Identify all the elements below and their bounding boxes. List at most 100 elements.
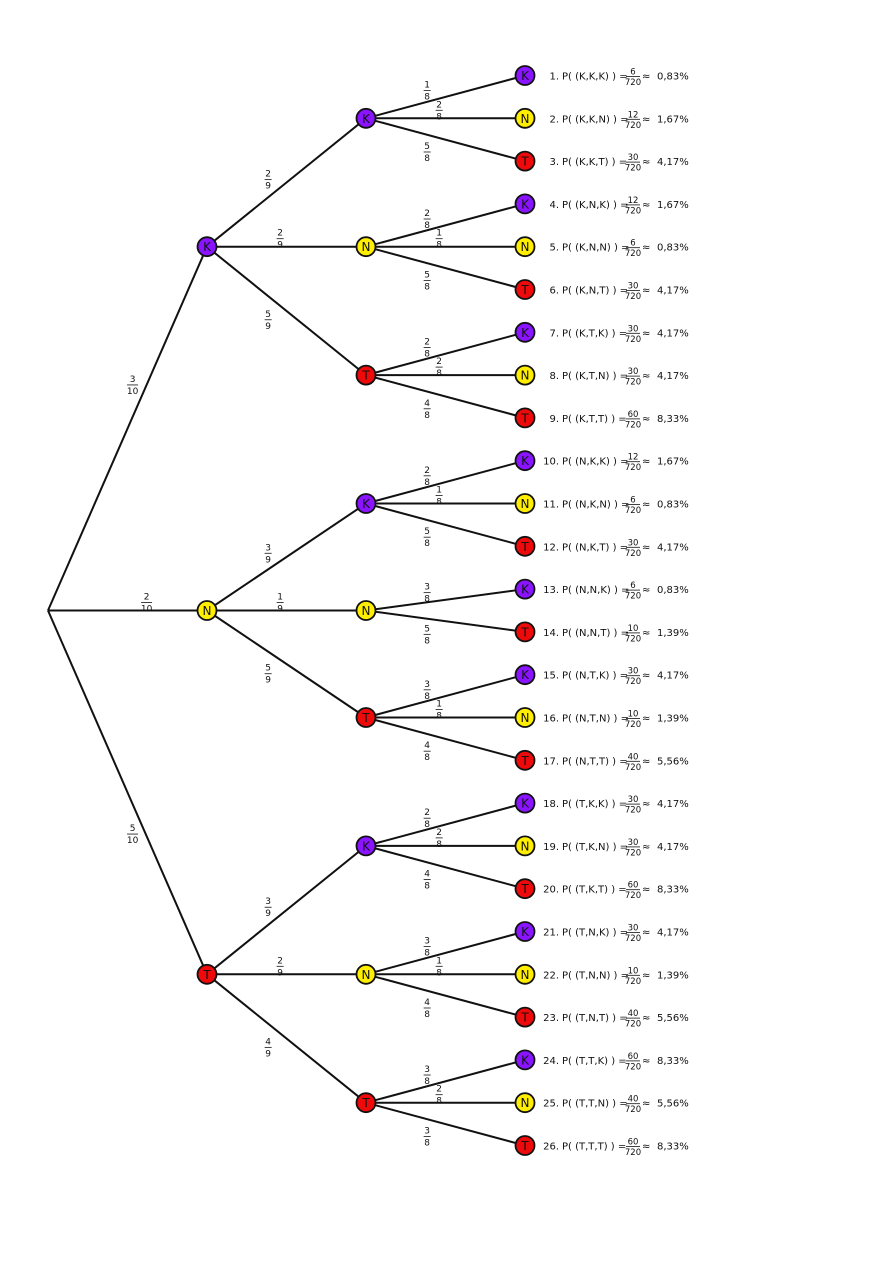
outcome-numerator: 60	[628, 1138, 639, 1148]
outcome-numerator: 10	[628, 966, 639, 976]
outcome-numerator: 10	[628, 710, 639, 720]
approx-sign: ≈	[642, 114, 650, 125]
prob-KT-denominator: 9	[265, 322, 271, 332]
approx-sign: ≈	[642, 1099, 650, 1110]
prob-NTT: 48	[423, 741, 431, 763]
approx-sign: ≈	[642, 628, 650, 639]
prob-TN: 29	[276, 956, 284, 978]
node-label-NKK: K	[521, 454, 530, 468]
node-TKN: N	[514, 835, 536, 857]
prob-TTK: 38	[423, 1065, 431, 1087]
outcome-number: 17.	[543, 756, 559, 767]
prob-KTK-denominator: 8	[424, 349, 430, 359]
outcome-numerator: 30	[628, 153, 639, 163]
outcome-number: 10.	[543, 457, 559, 468]
outcome-denominator: 720	[625, 1062, 641, 1072]
outcome-event: P( (K,N,K) ) =	[562, 200, 629, 211]
node-TTT: T	[514, 1135, 536, 1156]
node-label-KKN: N	[521, 112, 530, 126]
node-TKK: K	[514, 792, 536, 814]
prob-TTK-denominator: 8	[424, 1077, 430, 1087]
outcome-number: 16.	[543, 714, 559, 725]
node-circle-TKT	[514, 878, 536, 900]
prob-KKK-numerator: 1	[424, 81, 430, 91]
prob-KNK-numerator: 2	[424, 209, 430, 219]
tree-edges	[47, 74, 526, 1147]
prob-NTN-numerator: 1	[436, 700, 442, 710]
prob-NKK-numerator: 2	[424, 466, 430, 476]
prob-TKT: 48	[423, 870, 431, 892]
outcome-denominator: 720	[625, 164, 641, 174]
approx-sign: ≈	[642, 157, 650, 168]
node-circle-TTT	[514, 1135, 536, 1156]
node-label-TNK: K	[521, 925, 530, 939]
approx-sign: ≈	[642, 542, 650, 553]
edge-KNK	[365, 202, 526, 248]
approx-sign: ≈	[642, 714, 650, 725]
outcome-denominator: 720	[625, 934, 641, 944]
prob-N-denominator: 10	[141, 605, 153, 615]
outcome-percent: 8,33%	[657, 885, 689, 896]
prob-N: 210	[141, 593, 153, 615]
outcome-numerator: 30	[628, 795, 639, 805]
outcome-denominator: 720	[625, 634, 641, 644]
node-circle-NN	[355, 600, 377, 621]
prob-KNK-denominator: 8	[424, 221, 430, 231]
node-circle-NTT	[514, 749, 536, 771]
outcome-numerator: 6	[630, 239, 635, 249]
node-circle-KK	[355, 107, 377, 129]
edge-K	[47, 246, 208, 611]
node-TKT: T	[514, 878, 536, 900]
node-label-KN: N	[362, 240, 371, 254]
node-circle-NNK	[514, 578, 536, 600]
outcome-denominator: 720	[625, 848, 641, 858]
prob-TKK: 28	[423, 808, 431, 830]
node-circle-TT	[355, 1092, 377, 1114]
outcome-number: 6.	[549, 286, 559, 297]
node-circle-NK	[355, 493, 377, 514]
outcome-denominator: 720	[625, 335, 641, 345]
edge-TNK	[365, 930, 526, 976]
edge-NNT	[365, 609, 526, 633]
edge-KT	[206, 245, 367, 376]
prob-TK-denominator: 9	[265, 909, 271, 919]
node-circle-KTK	[514, 321, 536, 343]
prob-KTN-numerator: 2	[436, 357, 442, 367]
node-NTK: K	[514, 664, 536, 686]
outcome-numerator: 30	[628, 324, 639, 334]
outcome-number: 3.	[549, 157, 559, 168]
edge-NKK	[365, 459, 526, 505]
node-circle-NKK	[514, 450, 536, 472]
prob-NKT-numerator: 5	[424, 527, 430, 537]
node-TTN: N	[514, 1092, 536, 1114]
outcome-denominator: 720	[625, 206, 641, 216]
node-circle-KKN	[514, 107, 536, 129]
prob-KTK-numerator: 2	[424, 337, 430, 347]
outcome-event: P( (T,T,K) ) =	[562, 1056, 627, 1067]
node-TT: T	[355, 1092, 377, 1114]
outcome-number: 20.	[543, 885, 559, 896]
node-label-TKT: T	[520, 882, 529, 896]
prob-NT-numerator: 5	[265, 664, 271, 674]
prob-TNK-denominator: 8	[424, 949, 430, 959]
outcome-denominator: 720	[625, 121, 641, 131]
node-circle-TN	[355, 963, 377, 985]
node-TNT: T	[514, 1006, 536, 1028]
prob-TN-denominator: 9	[277, 968, 283, 978]
outcome-percent: 8,33%	[657, 1142, 689, 1153]
node-label-KTN: N	[521, 369, 530, 383]
node-circle-NTK	[514, 664, 536, 686]
node-KKK: K	[514, 65, 536, 86]
outcome-denominator: 720	[625, 720, 641, 730]
outcome-denominator: 720	[625, 977, 641, 987]
prob-KN-numerator: 2	[277, 229, 283, 239]
prob-KKN-denominator: 8	[436, 112, 442, 122]
prob-NT-denominator: 9	[265, 676, 271, 686]
outcome-event: P( (T,T,N) ) =	[562, 1099, 628, 1110]
